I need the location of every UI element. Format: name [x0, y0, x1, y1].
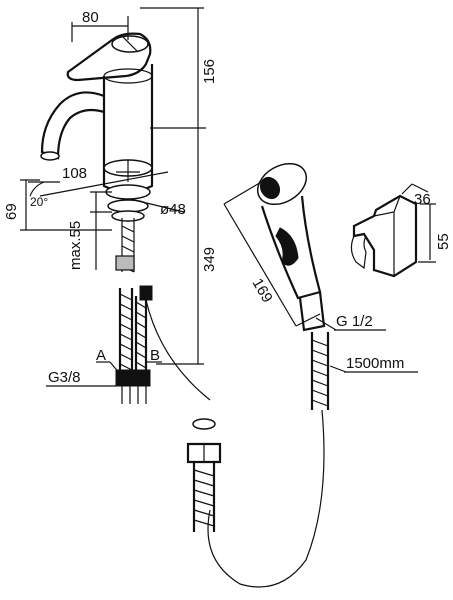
dim-handshower-length: 169 [249, 276, 276, 306]
shower-trigger [275, 227, 299, 266]
dim-spout-reach: 108 [62, 165, 87, 182]
shower-hose-coil [310, 332, 330, 410]
shower-head [257, 162, 307, 206]
faucet-body [102, 64, 154, 168]
handshower [257, 162, 330, 410]
callout-hose-a: A [96, 347, 106, 364]
shower-face [259, 176, 281, 200]
hose-b-braid [135, 301, 147, 369]
supply-hoses [115, 218, 153, 404]
base-plate [105, 184, 151, 200]
body-top [103, 68, 153, 84]
connector-hose-braid [193, 469, 215, 527]
dim-holder-height: 55 [435, 233, 452, 250]
callout-hose-b: B [150, 347, 160, 364]
fixing-nut [115, 255, 135, 271]
faucet-spout [40, 91, 105, 160]
shower-hose-braid [311, 339, 329, 407]
base-thread [111, 210, 145, 222]
dim-max-deck: max.55 [67, 221, 84, 270]
callout-g38: G3/8 [48, 369, 81, 386]
dimension-lines [20, 7, 436, 387]
washer [192, 418, 216, 430]
dim-spout-height: 69 [3, 203, 20, 220]
hose-b-fitting [139, 285, 153, 301]
fitting-tails [121, 386, 147, 404]
callout-1500mm: 1500mm [346, 355, 404, 372]
hose-a-braid [119, 293, 133, 371]
connector-nut [186, 442, 222, 464]
dim-total-height: 156 [201, 59, 218, 84]
thin-shower-hose [145, 299, 325, 588]
rod-pattern [121, 225, 135, 273]
holder-front [373, 195, 401, 276]
dim-lever-width: 80 [82, 9, 99, 26]
fitting-b [133, 369, 151, 387]
dim-spout-angle: 20° [30, 195, 48, 209]
dim-hose-length: 349 [201, 247, 218, 272]
dim-base-diameter: ø48 [160, 201, 186, 218]
callout-g12: G 1/2 [336, 313, 373, 330]
shower-grip-end [298, 291, 326, 332]
shower-handle [260, 195, 322, 300]
faucet [40, 32, 154, 222]
holder-clip [350, 235, 367, 270]
spout-outlet [40, 151, 60, 161]
shower-connector [186, 418, 222, 532]
dim-holder-width: 36 [414, 191, 431, 208]
holder-body [352, 194, 418, 278]
hose-a [118, 288, 134, 370]
wall-holder [350, 194, 418, 278]
lever-axis [121, 35, 139, 53]
